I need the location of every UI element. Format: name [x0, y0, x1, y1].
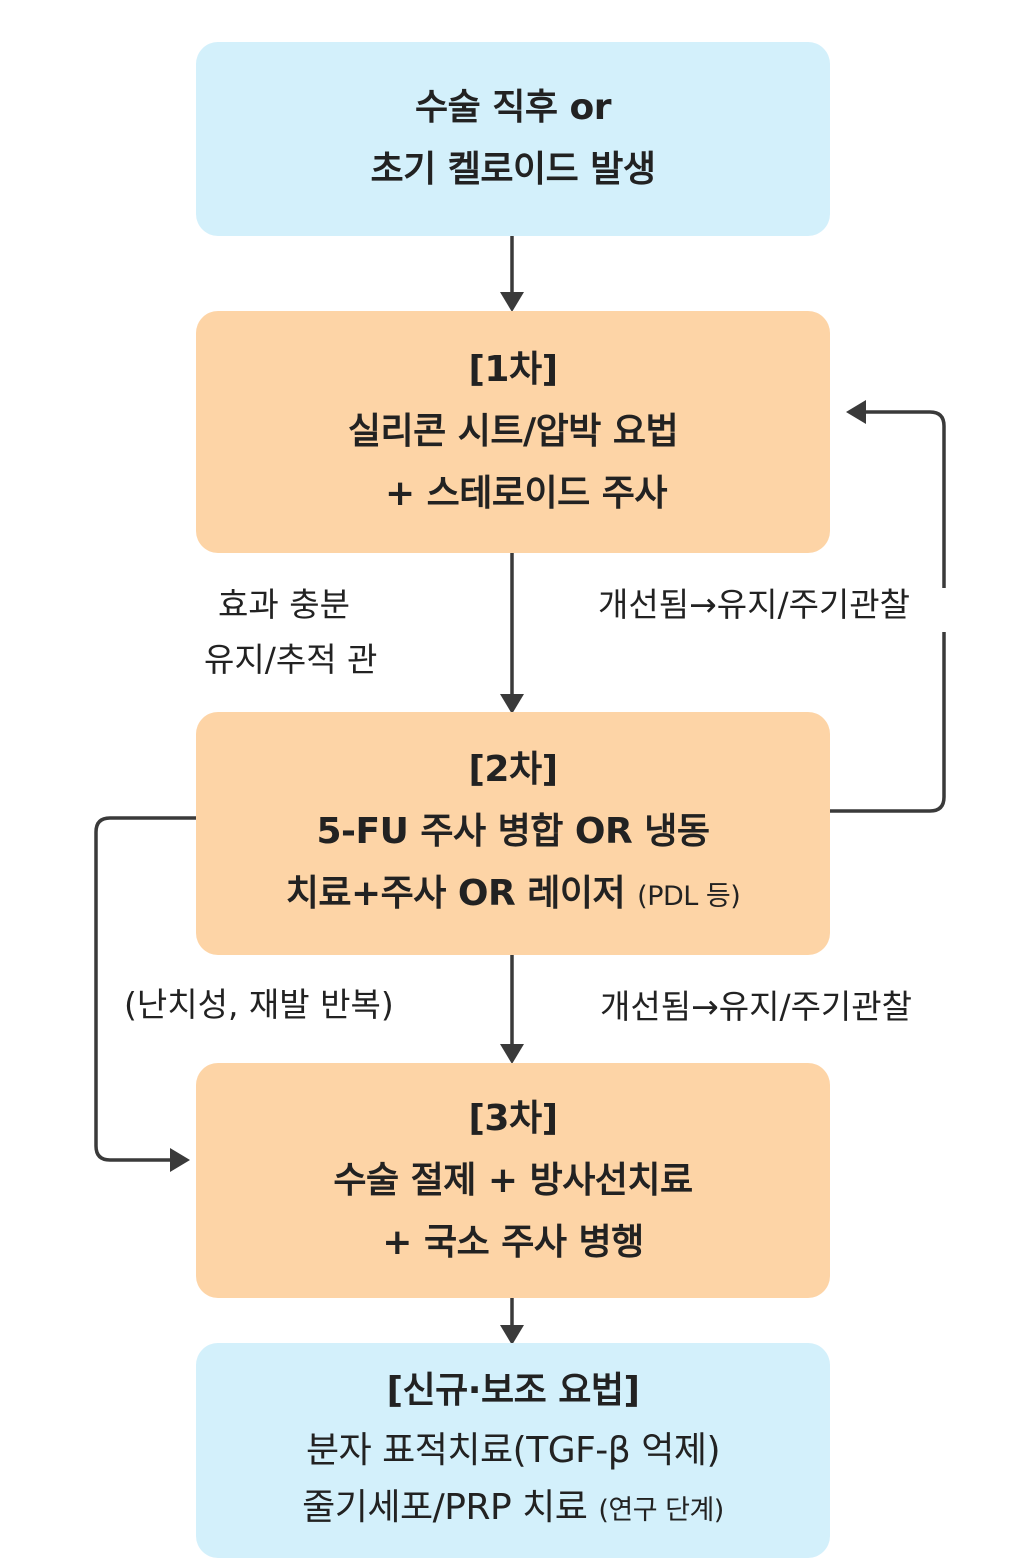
node-second-line2-small: (PDL 등)	[637, 881, 741, 912]
arrow-second-to-third-bypass	[94, 816, 196, 1162]
node-second-title: [2차]	[468, 749, 558, 790]
arrowhead-first	[500, 292, 524, 312]
node-first: [1차] 실리콘 시트/압박 요법 + 스테로이드 주사	[196, 311, 830, 553]
node-third-line2: + 국소 주사 병행	[382, 1221, 644, 1263]
arrowhead-third	[500, 1044, 524, 1064]
arrow-loop-second-to-first	[830, 632, 946, 813]
arrowhead-second	[500, 694, 524, 714]
label-effect-1: 효과 충분	[218, 585, 350, 624]
arrowhead-bypass-third	[170, 1148, 190, 1172]
arrowhead-loop-first	[846, 400, 866, 424]
node-start-line1: 수술 직후 or	[414, 87, 612, 128]
arrow-loop-second-to-first-top	[860, 410, 946, 588]
node-adjunct-line2: 줄기세포/PRP 치료 (연구 단계)	[302, 1481, 724, 1538]
node-start: 수술 직후 or 초기 켈로이드 발생	[196, 42, 830, 236]
node-second-line1: 5-FU 주사 병합 OR 냉동	[316, 811, 711, 852]
label-effect-2: 유지/추적 관	[204, 640, 378, 679]
label-improved-mid: 개선됨→유지/주기관찰	[600, 987, 913, 1026]
label-improved-top: 개선됨→유지/주기관찰	[598, 578, 911, 632]
node-adjunct-line2-main: 줄기세포/PRP 치료	[302, 1487, 588, 1528]
arrowhead-adjunct	[500, 1325, 524, 1345]
label-refractory: (난치성, 재발 반복)	[124, 985, 394, 1024]
node-first-line1: 실리콘 시트/압박 요법	[347, 411, 679, 452]
node-second-line2-main: 치료+주사 OR 레이저	[285, 873, 626, 914]
node-first-title: [1차]	[468, 349, 558, 390]
node-adjunct: [신규·보조 요법] 분자 표적치료(TGF-β 억제) 줄기세포/PRP 치료…	[196, 1343, 830, 1558]
node-adjunct-line2-small: (연구 단계)	[598, 1495, 724, 1526]
node-second: [2차] 5-FU 주사 병합 OR 냉동 치료+주사 OR 레이저 (PDL …	[196, 712, 830, 955]
node-second-line2: 치료+주사 OR 레이저 (PDL 등)	[286, 863, 741, 928]
node-first-line2: + 스테로이드 주사	[384, 473, 668, 514]
node-third: [3차] 수술 절제 + 방사선치료 + 국소 주사 병행	[196, 1063, 830, 1298]
node-adjunct-line1: 분자 표적치료(TGF-β 억제)	[306, 1430, 721, 1471]
node-adjunct-title: [신규·보조 요법]	[386, 1370, 640, 1411]
node-third-line1: 수술 절제 + 방사선치료	[333, 1159, 693, 1201]
node-third-title: [3차]	[468, 1097, 558, 1139]
node-start-line2: 초기 켈로이드 발생	[370, 149, 656, 190]
